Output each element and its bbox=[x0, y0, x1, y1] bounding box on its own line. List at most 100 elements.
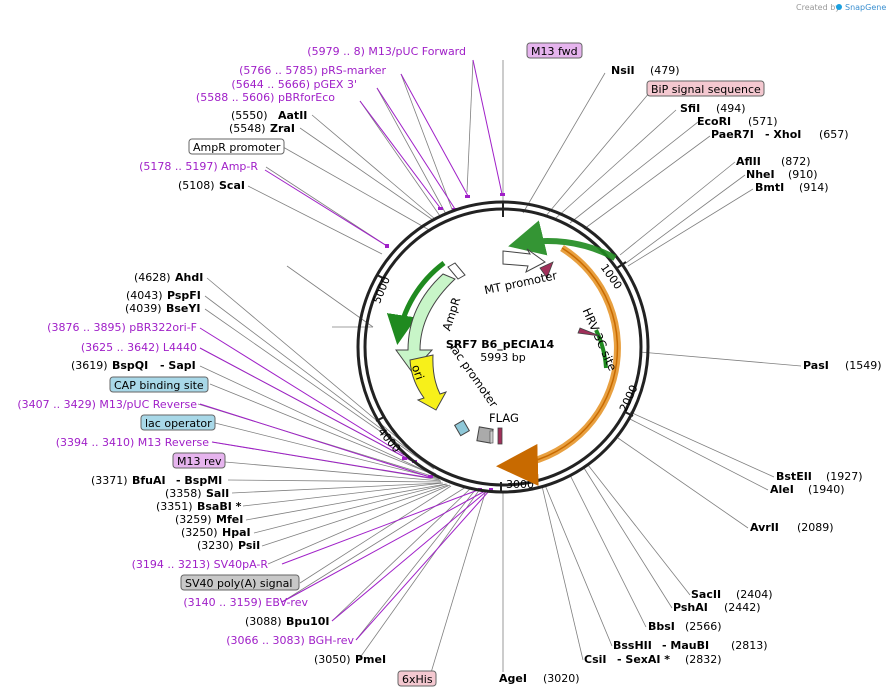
enzyme-label[interactable]: BstEII bbox=[776, 470, 812, 483]
enzyme-position: (3619) bbox=[71, 359, 108, 372]
tick-label-3000: 3000 bbox=[506, 478, 534, 491]
enzyme-label[interactable]: BbsI bbox=[648, 620, 675, 633]
feature-box-label: AmpR promoter bbox=[193, 141, 281, 154]
feature-box[interactable] bbox=[109, 376, 209, 393]
enzyme-label[interactable]: AflII bbox=[736, 155, 761, 168]
enzyme-position: (910) bbox=[788, 168, 818, 181]
enzyme-label[interactable]: AleI bbox=[770, 483, 794, 496]
feature-box[interactable] bbox=[646, 80, 765, 97]
enzyme-label[interactable]: SalI bbox=[206, 487, 229, 500]
enzyme-label[interactable]: MfeI bbox=[216, 513, 243, 526]
enzyme-label[interactable]: PmeI bbox=[355, 653, 386, 666]
primer-label[interactable]: (3394 .. 3410) M13 Reverse bbox=[56, 436, 209, 449]
labels-top-right: NsiI (479) BiP signal sequence SfiI (494… bbox=[611, 64, 849, 194]
enzyme-position: (4628) bbox=[134, 271, 171, 284]
enzyme-label[interactable]: Bpu10I bbox=[286, 615, 330, 628]
brand-created-by: Created by bbox=[796, 3, 840, 12]
labels-left-top: (5979 .. 8) M13/pUC Forward M13 fwd (576… bbox=[139, 42, 583, 192]
enzyme-label[interactable]: CsiI bbox=[584, 653, 606, 666]
enzyme-position: (5108) bbox=[178, 179, 215, 192]
flag-block bbox=[497, 427, 503, 445]
enzyme-label[interactable]: BsaBI * bbox=[197, 500, 242, 513]
primer-label[interactable]: (3194 .. 3213) SV40pA-R bbox=[132, 558, 269, 571]
enzyme-label[interactable]: ZraI bbox=[270, 122, 295, 135]
primer-label[interactable]: (5178 .. 5197) Amp-R bbox=[139, 160, 258, 173]
enzyme-position: (4039) bbox=[125, 302, 162, 315]
enzyme-label[interactable]: ScaI bbox=[219, 179, 245, 192]
enzyme-label[interactable]: NheI bbox=[746, 168, 775, 181]
enzyme-alias[interactable]: - SexAI * bbox=[617, 653, 670, 666]
primer-label[interactable]: (5979 .. 8) M13/pUC Forward bbox=[307, 45, 466, 58]
enzyme-alias[interactable]: - XhoI bbox=[765, 128, 801, 141]
enzyme-position: (3050) bbox=[314, 653, 351, 666]
enzyme-label[interactable]: SacII bbox=[691, 588, 721, 601]
feature-box-label: SV40 poly(A) signal bbox=[185, 577, 292, 590]
primer-label[interactable]: (3066 .. 3083) BGH-rev bbox=[226, 634, 354, 647]
enzyme-position: (914) bbox=[799, 181, 829, 194]
primer-label[interactable]: (3876 .. 3895) pBR322ori-F bbox=[47, 321, 197, 334]
enzyme-label[interactable]: PspFI bbox=[167, 289, 201, 302]
enzyme-label[interactable]: BssHII bbox=[613, 639, 652, 652]
enzyme-position: (3371) bbox=[91, 474, 128, 487]
tick-marks bbox=[375, 261, 634, 492]
feature-box[interactable] bbox=[172, 452, 226, 469]
feature-box-label: lac operator bbox=[145, 417, 212, 430]
enzyme-label[interactable]: BspQI bbox=[112, 359, 148, 372]
lac-operator-block bbox=[453, 419, 471, 437]
enzyme-label[interactable]: BseYI bbox=[166, 302, 200, 315]
feature-box[interactable] bbox=[180, 574, 300, 591]
enzyme-alias[interactable]: - MauBI bbox=[662, 639, 709, 652]
enzyme-position: (657) bbox=[819, 128, 849, 141]
labels-left: (4628) AhdI (4043) PspFI (4039) BseYI (3… bbox=[17, 271, 437, 687]
small-block bbox=[489, 430, 494, 444]
enzyme-label[interactable]: HpaI bbox=[222, 526, 251, 539]
primer-label[interactable]: (5588 .. 5606) pBRforEco bbox=[196, 91, 335, 104]
enzyme-position: (571) bbox=[748, 115, 778, 128]
ori-arrow bbox=[409, 354, 448, 411]
enzyme-label[interactable]: SfiI bbox=[680, 102, 700, 115]
enzyme-label[interactable]: PasI bbox=[803, 359, 829, 372]
brand-name: SnapGene bbox=[845, 3, 886, 12]
enzyme-label[interactable]: AhdI bbox=[175, 271, 203, 284]
enzyme-label[interactable]: AgeI bbox=[499, 672, 527, 685]
enzyme-label[interactable]: BmtI bbox=[755, 181, 784, 194]
green-arc-right bbox=[594, 329, 608, 369]
primer-label[interactable]: (5766 .. 5785) pRS-marker bbox=[239, 64, 386, 77]
tick-label-4000: 4000 bbox=[375, 425, 403, 455]
primer-label[interactable]: (5644 .. 5666) pGEX 3' bbox=[231, 78, 357, 91]
labels-right: PasI (1549) BstEII (1927) AleI (1940) Av… bbox=[499, 359, 882, 685]
primer-label[interactable]: (3140 .. 3159) EBV-rev bbox=[183, 596, 308, 609]
primer-label[interactable]: (3625 .. 3642) L4440 bbox=[81, 341, 197, 354]
green-arc-top bbox=[508, 220, 617, 261]
feature-box[interactable] bbox=[140, 414, 216, 431]
enzyme-position: (2404) bbox=[736, 588, 773, 601]
primer-lines bbox=[199, 59, 503, 641]
enzyme-position: (5550) bbox=[231, 109, 268, 122]
feature-label-ampr: AmpR bbox=[439, 296, 463, 333]
enzyme-label[interactable]: AatII bbox=[278, 109, 307, 122]
feature-box[interactable] bbox=[188, 138, 285, 155]
bip-marker bbox=[539, 261, 554, 279]
enzyme-alias[interactable]: - BspMI bbox=[176, 474, 222, 487]
enzyme-label[interactable]: PsiI bbox=[238, 539, 260, 552]
feature-box[interactable] bbox=[397, 670, 437, 687]
enzyme-label[interactable]: BfuAI bbox=[132, 474, 166, 487]
enzyme-label[interactable]: EcoRI bbox=[697, 115, 731, 128]
enzyme-position: (2566) bbox=[685, 620, 722, 633]
enzyme-position: (3230) bbox=[197, 539, 234, 552]
enzyme-position: (494) bbox=[716, 102, 746, 115]
primer-label[interactable]: (3407 .. 3429) M13/pUC Reverse bbox=[17, 398, 197, 411]
enzyme-label[interactable]: NsiI bbox=[611, 64, 635, 77]
enzyme-position: (2089) bbox=[797, 521, 834, 534]
enzyme-position: (3250) bbox=[181, 526, 218, 539]
enzyme-label[interactable]: PshAI bbox=[673, 601, 708, 614]
feature-box[interactable] bbox=[526, 42, 583, 59]
snapgene-brand: Created by SnapGene bbox=[796, 3, 886, 12]
enzyme-alias[interactable]: - SapI bbox=[160, 359, 196, 372]
feature-box-label: CAP binding site bbox=[114, 379, 204, 392]
enzyme-label[interactable]: AvrII bbox=[750, 521, 779, 534]
enzyme-label[interactable]: PaeR7I bbox=[711, 128, 754, 141]
feature-box-label: M13 fwd bbox=[531, 45, 578, 58]
